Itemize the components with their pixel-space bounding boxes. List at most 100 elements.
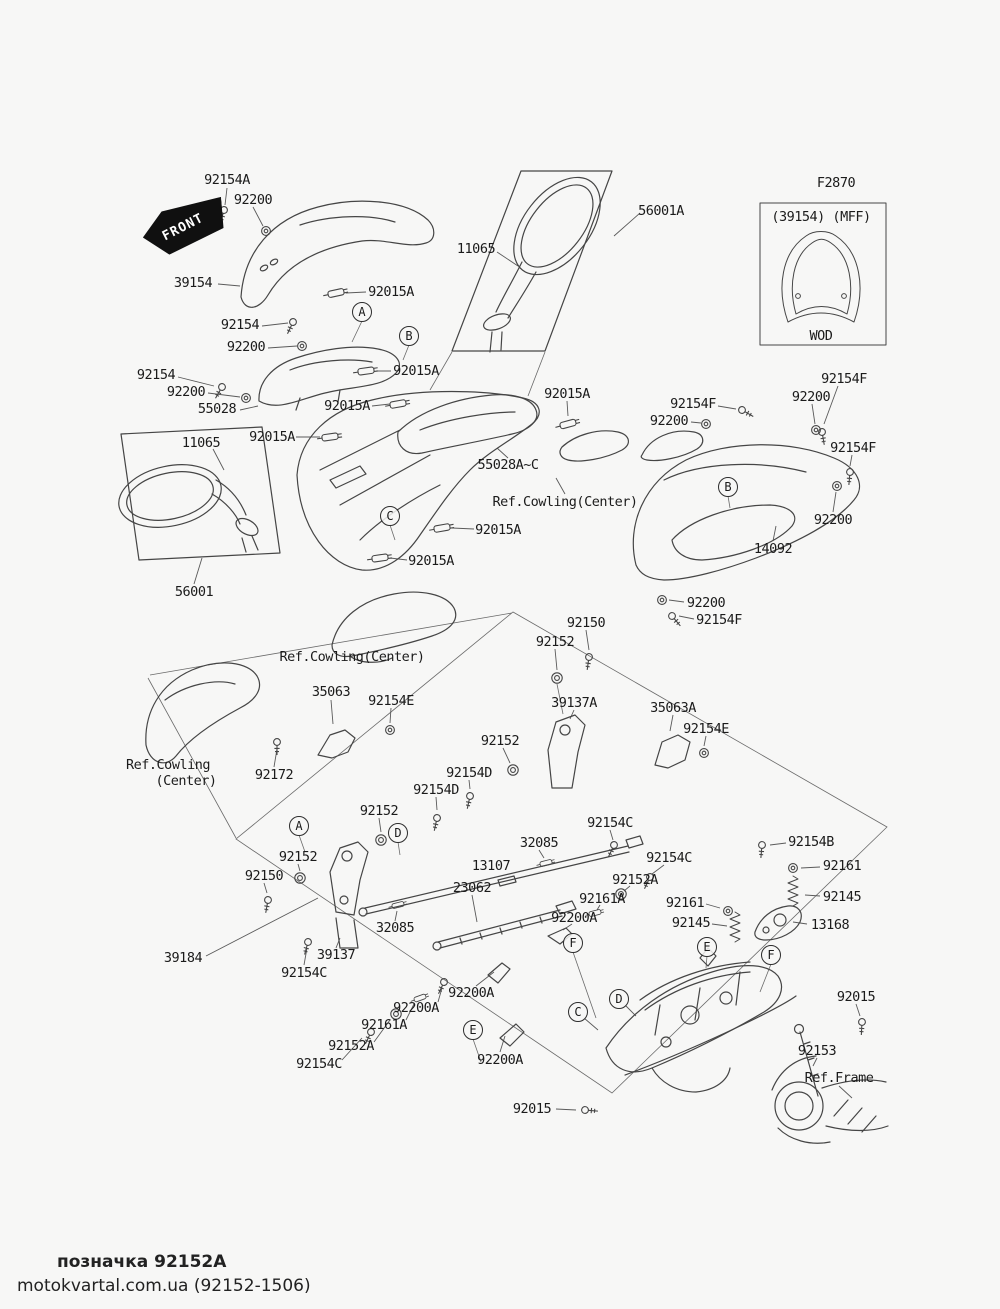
part-label: 92200 xyxy=(686,595,726,611)
part-label: F2870 xyxy=(816,175,856,191)
part-label: 92200A xyxy=(393,1000,439,1016)
front-label: FRONT xyxy=(159,210,207,244)
callout-F: F xyxy=(563,933,583,953)
part-label: 32085 xyxy=(375,920,415,936)
part-label: 92154B xyxy=(788,834,834,850)
watermark-site: motokvartal.com.ua (92152-1506) xyxy=(17,1276,311,1296)
part-label: 92154D xyxy=(446,765,492,781)
part-label: Ref.Cowling xyxy=(126,757,210,773)
part-label: 11065 xyxy=(456,241,496,257)
part-label: 92154C xyxy=(281,965,327,981)
part-label: 92154E xyxy=(683,721,729,737)
callout-C: C xyxy=(568,1002,588,1022)
part-label: 92150 xyxy=(244,868,284,884)
part-label: 92015 xyxy=(512,1101,552,1117)
part-label: 92015 xyxy=(836,989,876,1005)
part-label: 92200 xyxy=(226,339,266,355)
part-label: 92154F xyxy=(821,371,867,387)
part-label: 92015A xyxy=(475,522,521,538)
part-label: Ref.Cowling(Center) xyxy=(492,494,638,510)
callout-A: A xyxy=(352,302,372,322)
right-cowl-outline xyxy=(632,444,861,581)
part-label: 92152 xyxy=(480,733,520,749)
part-label: 39154 xyxy=(173,275,213,291)
windscreen-inset-outline xyxy=(759,202,887,346)
part-label: 56001 xyxy=(174,584,214,600)
part-label: 92161 xyxy=(665,895,705,911)
bracket-35063a-outline xyxy=(654,734,691,769)
callout-A: A xyxy=(289,816,309,836)
center-cowl-outline xyxy=(331,591,457,663)
mirror-right-outline xyxy=(451,170,613,353)
inner-cowl-upper-outline xyxy=(258,346,400,411)
part-label: 92172 xyxy=(254,767,294,783)
bracket-39137-outline xyxy=(329,841,369,949)
part-label: 92015A xyxy=(324,398,370,414)
part-label: 92154F xyxy=(670,396,716,412)
frame-outline xyxy=(605,961,889,1144)
part-label: 92200A xyxy=(448,985,494,1001)
part-label: 92152A xyxy=(328,1038,374,1054)
part-label: 56001A xyxy=(638,203,684,219)
bracket-35063-outline xyxy=(317,729,356,759)
part-label: 92154 xyxy=(220,317,260,333)
watermark-note: позначка 92152A xyxy=(57,1252,227,1272)
part-label: 35063 xyxy=(311,684,351,700)
leader-lines xyxy=(177,187,861,1111)
part-label: 14092 xyxy=(753,541,793,557)
part-label: 92153 xyxy=(797,1043,837,1059)
front-fender-outline xyxy=(240,200,435,308)
part-label: 55028A~C xyxy=(477,457,539,473)
part-label: 11065 xyxy=(181,435,221,451)
part-label: 92154C xyxy=(587,815,633,831)
part-label: WOD xyxy=(809,328,833,344)
part-label: 92154C xyxy=(296,1056,342,1072)
part-label: 92200 xyxy=(233,192,273,208)
callout-D: D xyxy=(388,823,408,843)
part-label: 92152 xyxy=(278,849,318,865)
part-label: 92154 xyxy=(136,367,176,383)
part-label: 92200 xyxy=(166,384,206,400)
part-label: 13168 xyxy=(810,917,850,933)
part-label: 55028 xyxy=(197,401,237,417)
callout-F: F xyxy=(761,945,781,965)
part-label: 92154D xyxy=(413,782,459,798)
part-label: (Center) xyxy=(155,773,217,789)
part-label: (39154) (MFF) xyxy=(771,209,871,225)
part-label: 92154E xyxy=(368,693,414,709)
rod-13107-outline xyxy=(358,835,644,917)
part-label: 92200 xyxy=(813,512,853,528)
part-label: 39137A xyxy=(551,695,597,711)
part-label: 92145 xyxy=(671,915,711,931)
callout-B: B xyxy=(718,477,738,497)
part-label: 92154A xyxy=(204,172,250,188)
part-label: 92015A xyxy=(393,363,439,379)
part-label: 32085 xyxy=(519,835,559,851)
part-label: 92152A xyxy=(612,872,658,888)
left-cowl-outline xyxy=(145,662,261,764)
part-label: 23062 xyxy=(452,880,492,896)
part-label: 92015A xyxy=(368,284,414,300)
upper-cowling-outline xyxy=(296,390,540,571)
part-label: 92161A xyxy=(361,1017,407,1033)
part-label: 92150 xyxy=(566,615,606,631)
part-label: 92161A xyxy=(579,891,625,907)
part-label: 92200A xyxy=(551,910,597,926)
callout-E: E xyxy=(697,937,717,957)
part-label: 39137 xyxy=(316,947,356,963)
inner-cowl-mid-outline xyxy=(397,394,538,455)
part-label: 92015A xyxy=(249,429,295,445)
part-label: 13107 xyxy=(471,858,511,874)
part-label: 92015A xyxy=(544,386,590,402)
part-label: Ref.Frame xyxy=(804,1070,874,1086)
bracket-13168-outline xyxy=(754,905,802,941)
part-label: 35063A xyxy=(650,700,696,716)
part-label: Ref.Cowling(Center) xyxy=(279,649,425,665)
part-label: 92200 xyxy=(649,413,689,429)
callout-E: E xyxy=(463,1020,483,1040)
callout-D: D xyxy=(609,989,629,1009)
part-label: 92154F xyxy=(830,440,876,456)
winglet-outline xyxy=(559,430,704,462)
